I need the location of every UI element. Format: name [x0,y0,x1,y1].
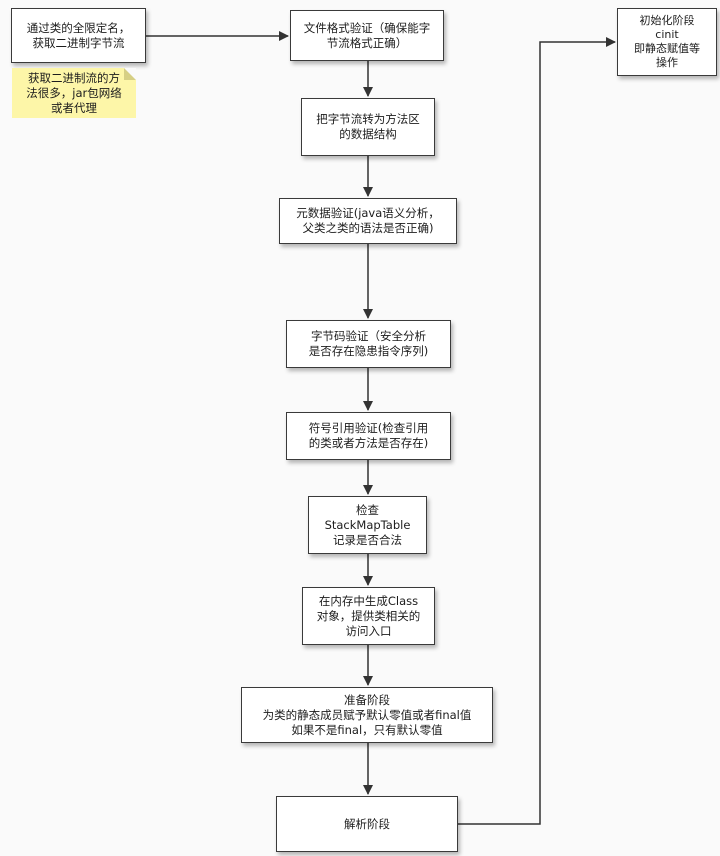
arrow-resolve-to-init [458,37,616,825]
node-init-phase-text: 初始化阶段 cinit 即静态赋值等 操作 [634,14,700,69]
node-generate-class-object-text: 在内存中生成Class 对象，提供类相关的 访问入口 [316,593,421,638]
node-stackmap-check: 检查 StackMapTable 记录是否合法 [308,496,427,554]
sticky-note: 获取二进制流的方 法很多，jar包网络 或者代理 [12,68,136,118]
note-fold-corner [124,68,136,80]
node-bytecode-verify: 字节码验证（安全分析 是否存在隐患指令序列) [286,320,451,368]
node-stackmap-check-text: 检查 StackMapTable 记录是否合法 [324,502,411,547]
node-fetch-bytestream-text: 通过类的全限定名， 获取二进制字节流 [26,20,131,50]
node-symbol-ref-verify: 符号引用验证(检查引用 的类或者方法是否存在) [286,412,451,460]
node-convert-method-area: 把字节流转为方法区 的数据结构 [301,98,435,156]
node-metadata-verify: 元数据验证(java语义分析， 父类之类的语法是否正确) [279,198,457,244]
node-symbol-ref-verify-text: 符号引用验证(检查引用 的类或者方法是否存在) [308,421,429,450]
node-prepare-phase: 准备阶段 为类的静态成员赋予默认零值或者final值 如果不是final，只有默… [241,687,493,743]
node-bytecode-verify-text: 字节码验证（安全分析 是否存在隐患指令序列) [308,329,429,358]
node-init-phase: 初始化阶段 cinit 即静态赋值等 操作 [617,8,717,76]
node-resolve-phase: 解析阶段 [276,796,458,852]
node-file-format-verify: 文件格式验证（确保能字 节流格式正确） [290,10,444,61]
sticky-note-text: 获取二进制流的方 法很多，jar包网络 或者代理 [26,70,122,115]
node-convert-method-area-text: 把字节流转为方法区 的数据结构 [316,112,420,141]
node-file-format-verify-text: 文件格式验证（确保能字 节流格式正确） [303,20,431,50]
node-metadata-verify-text: 元数据验证(java语义分析， 父类之类的语法是否正确) [296,206,440,235]
node-generate-class-object: 在内存中生成Class 对象，提供类相关的 访问入口 [302,587,435,645]
node-prepare-phase-text: 准备阶段 为类的静态成员赋予默认零值或者final值 如果不是final，只有默… [262,692,472,737]
node-fetch-bytestream: 通过类的全限定名， 获取二进制字节流 [11,8,146,63]
node-resolve-phase-text: 解析阶段 [344,816,390,831]
